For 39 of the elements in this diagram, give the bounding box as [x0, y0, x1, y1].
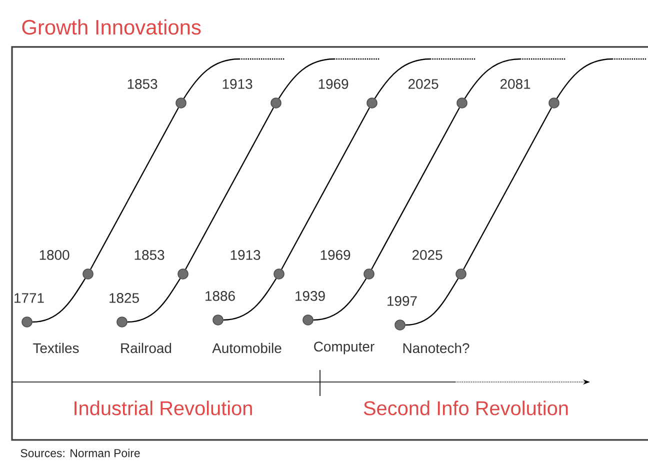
era-label: Industrial Revolution: [74, 400, 252, 416]
growth-curve: [464, 58, 566, 99]
caption: Sources: Norman Poire: [20, 448, 140, 458]
year-label: 1969: [320, 250, 350, 260]
title: Growth Innovations: [22, 19, 201, 35]
year-label: 1886: [206, 291, 235, 301]
year-label: 1997: [388, 296, 417, 306]
year-label: 1853: [134, 250, 164, 260]
year-label: 1800: [40, 250, 70, 260]
year-label: 1913: [230, 250, 260, 260]
growth-curve: [405, 278, 459, 326]
growth-curve: [127, 278, 181, 323]
category-label: Automobile: [212, 342, 282, 354]
year-label: 1913: [222, 79, 252, 89]
era-label: Second Info Revolution: [364, 400, 568, 416]
category-label: Computer: [314, 342, 374, 354]
growth-curve: [556, 58, 646, 99]
growth-curve: [371, 107, 460, 270]
category-label: Railroad: [121, 342, 172, 354]
growth-curve: [185, 107, 274, 270]
growth-curve: [281, 107, 370, 270]
year-label: 1771: [14, 293, 44, 303]
year-label: 2025: [412, 250, 442, 260]
year-label: 1853: [128, 79, 158, 89]
year-label: 1969: [318, 79, 348, 89]
year-label: 2025: [408, 79, 438, 89]
category-label: Textiles: [33, 342, 79, 354]
growth-curve: [32, 278, 86, 323]
growth-curve: [223, 278, 277, 321]
growth-curve: [183, 58, 285, 99]
category-label: Nanotech?: [403, 342, 470, 354]
growth-curve: [374, 58, 476, 99]
growth-curve: [313, 278, 367, 321]
growth-curve: [463, 107, 552, 270]
year-label: 1825: [110, 293, 139, 303]
year-label: 2081: [500, 79, 530, 89]
growth-curve: [90, 107, 179, 270]
year-label: 1939: [296, 291, 325, 301]
growth-curve: [278, 58, 380, 99]
